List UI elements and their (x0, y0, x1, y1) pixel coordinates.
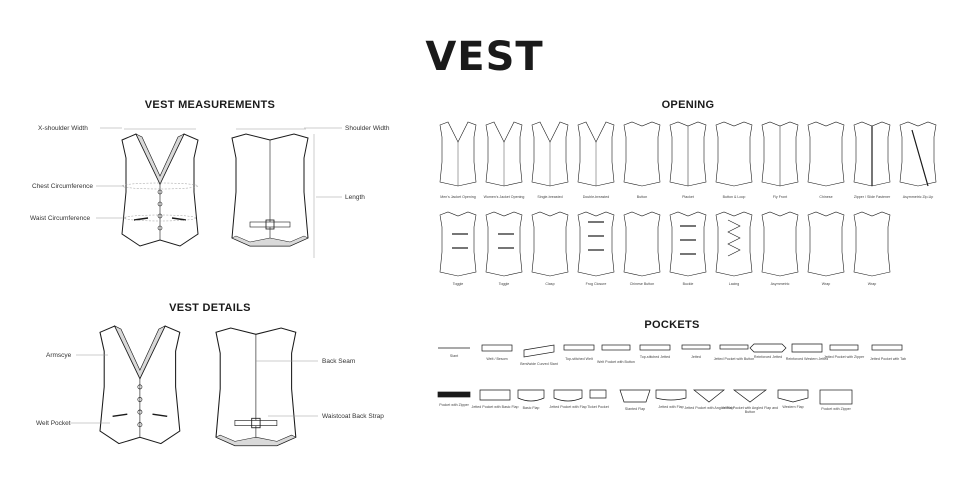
pocket-caption: Top-stitched Jetted (639, 355, 671, 359)
pocket-caption: Jetted Pocket with Basic Flap (471, 405, 519, 409)
page-title: VEST (425, 34, 544, 80)
pockets-row-2 (437, 389, 853, 405)
opening-row-2 (439, 211, 891, 277)
opening-caption: Wrap (867, 282, 877, 286)
pocket-caption: Pocket with Zipper (821, 407, 851, 411)
vest-front-details (99, 325, 181, 445)
vest-front-measurement (121, 133, 199, 247)
opening-caption: Men's Jacket Opening (440, 195, 476, 199)
pocket-caption: Ticket Pocket (587, 405, 609, 409)
pocket-caption: Jetted with Flap (658, 405, 684, 409)
pocket-caption: Pocket with Zipper (439, 403, 469, 407)
label-shoulder-width: Shoulder Width (345, 125, 390, 132)
label-welt-pocket: Welt Pocket (36, 420, 71, 427)
pocket-caption: Reinforced Jetted (753, 355, 783, 359)
vest-back-measurement (231, 133, 309, 247)
opening-caption: Toggle (498, 282, 510, 286)
pocket-caption: Jetted Pocket with Button (713, 357, 755, 361)
label-length: Length (345, 194, 365, 201)
pocket-caption: Welt Pocket with Button (597, 360, 635, 364)
opening-caption: Button & Loop (722, 195, 746, 199)
pocket-caption: Jetted Pocket with Flap (549, 405, 587, 409)
pocket-caption: Slant (449, 354, 459, 358)
opening-caption: Asymmetric Zip-Up (902, 195, 934, 199)
pocket-caption: Slanted Flap (624, 407, 646, 411)
measurement-guides (96, 127, 342, 258)
pocket-caption: Basic Flap (522, 406, 540, 410)
section-title-details: VEST DETAILS (169, 302, 251, 314)
section-title-pockets: POCKETS (644, 319, 700, 331)
label-chest-circumference: Chest Circumference (32, 183, 94, 190)
section-title-opening: OPENING (661, 99, 715, 111)
opening-caption: Wrap (821, 282, 831, 286)
opening-caption: Lacing (728, 282, 740, 286)
detail-guides (66, 354, 318, 424)
label-waist-circumference: Waist Circumference (30, 215, 91, 222)
opening-caption: Chinese (819, 195, 833, 199)
opening-caption: Buckle (682, 282, 694, 286)
opening-caption: Women's Jacket Opening (483, 195, 525, 199)
pocket-caption: Jetted Pocket with Tab (870, 357, 906, 361)
pockets-row-1 (438, 343, 903, 358)
pocket-caption: Jetted Pocket with Angled Flap and Butto… (721, 406, 779, 415)
opening-caption: Placket (682, 195, 694, 199)
pocket-caption: Western Flap (782, 405, 804, 409)
pocket-caption: Jetted Pocket with Angled Flap (684, 406, 734, 410)
opening-caption: Single-breasted (537, 195, 563, 199)
opening-caption: Asymmetric (770, 282, 790, 286)
opening-caption: Clasp (545, 282, 555, 286)
pocket-caption: Reinforced Western Jetted (785, 357, 829, 361)
vest-back-details (215, 327, 297, 447)
opening-caption: Toggle (452, 282, 464, 286)
pocket-caption: Bent/wide Curved Slant (520, 362, 558, 366)
opening-caption: Chinese Button (629, 282, 655, 286)
label-x-shoulder-width: X-shoulder Width (38, 125, 88, 132)
pocket-caption: Top-stitched Welt (565, 357, 593, 361)
opening-caption: Fly Front (772, 195, 788, 199)
label-armscye: Armscye (46, 352, 72, 359)
label-waistcoat-back-strap: Waistcoat Back Strap (322, 413, 384, 420)
opening-caption: Button (636, 195, 648, 199)
opening-caption: Frog Closure (585, 282, 607, 286)
pocket-caption: Jetted (691, 355, 701, 359)
pocket-caption: Welt / Besom (486, 357, 508, 361)
opening-caption: Double-breasted (582, 195, 610, 199)
opening-row-1 (439, 121, 937, 187)
section-title-measurements: VEST MEASUREMENTS (144, 99, 276, 111)
opening-caption: Zipper / Slide Fastener (853, 195, 891, 199)
label-back-seam: Back Seam (322, 358, 356, 365)
pocket-caption: Jetted Pocket with Zipper (823, 355, 865, 359)
